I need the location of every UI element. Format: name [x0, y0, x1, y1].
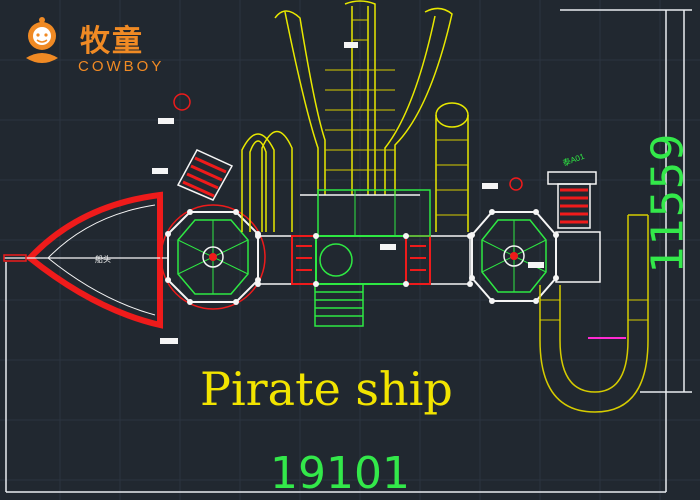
stairs-icon: [314, 283, 364, 327]
cowboy-logo-icon: [26, 17, 58, 63]
svg-text:船头: 船头: [95, 254, 111, 264]
right-ladder-icon: [547, 171, 601, 283]
brand-name-cn: 牧童: [80, 24, 144, 59]
left-ladder-icon: [176, 149, 234, 201]
climbing-rails: [241, 130, 293, 232]
width-dimension: 19101: [270, 448, 410, 499]
height-dimension: 11559: [642, 133, 694, 274]
brand-name-en: COWBOY: [78, 58, 165, 75]
svg-text:泰A01: 泰A01: [561, 151, 586, 168]
drawing-title: Pirate ship: [200, 362, 453, 416]
ship-bow-icon: 船头: [3, 191, 168, 329]
right-hexagon-tower: [469, 209, 559, 304]
central-tree-structure: [274, 0, 453, 196]
dimension-frame: [5, 9, 692, 493]
brand-logo: 牧童 COWBOY: [18, 14, 188, 84]
tube-slide-icon: [435, 102, 469, 232]
u-slide-icon: [539, 214, 649, 413]
central-deck: [255, 189, 473, 327]
